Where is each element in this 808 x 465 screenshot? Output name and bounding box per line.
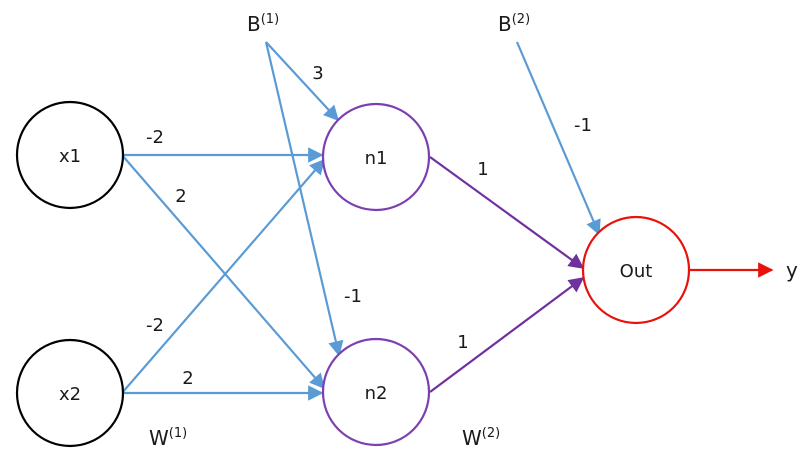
bias-b1-label: B(1): [247, 12, 279, 36]
weight-w2-label: W(2): [462, 426, 500, 450]
edge-n1-out: [429, 156, 585, 269]
node-x2: x2: [15, 338, 125, 448]
node-out-label: Out: [620, 261, 653, 282]
weight-label-n2-out: 1: [457, 332, 468, 353]
node-n1: n1: [321, 102, 431, 212]
bias-b2-sup: (2): [512, 12, 530, 27]
weight-label-x2-n1: -2: [146, 315, 164, 336]
bias-b1-sup: (1): [261, 12, 279, 27]
weight-label-n1-out: 1: [477, 159, 488, 180]
edge-n2-out: [429, 277, 585, 393]
edge-b1-n1: [265, 41, 340, 122]
weight-w1-base: W: [149, 426, 169, 450]
node-n2-label: n2: [365, 383, 388, 404]
edge-b1-n2: [264, 41, 344, 357]
weight-label-b2-out: -1: [574, 115, 592, 136]
node-n2-circle: [321, 337, 431, 447]
node-x1: x1: [15, 100, 125, 210]
weight-label-x1-n2: 2: [175, 186, 186, 207]
node-n1-label: n1: [365, 148, 388, 169]
node-n2: n2: [321, 337, 431, 447]
bias-b1-base: B: [247, 12, 261, 36]
node-x1-label: x1: [59, 146, 81, 167]
edge-x1-n2: [121, 154, 326, 390]
output-y-label: y: [786, 258, 798, 282]
node-n1-circle: [321, 102, 431, 212]
weight-label-x1-n1: -2: [146, 127, 164, 148]
edge-b2-out: [515, 41, 601, 236]
node-out: Out: [581, 215, 691, 325]
node-x1-circle: [15, 100, 125, 210]
weight-w2-sup: (2): [482, 426, 500, 441]
edge-x2-n1: [121, 158, 326, 394]
node-x2-circle: [15, 338, 125, 448]
bias-b2-label: B(2): [498, 12, 530, 36]
node-x2-label: x2: [59, 384, 81, 405]
weight-w1-sup: (1): [169, 426, 187, 441]
weight-label-x2-n2: 2: [182, 368, 193, 389]
weight-label-b1-n2: -1: [344, 286, 362, 307]
bias-b2-base: B: [498, 12, 512, 36]
node-out-circle: [581, 215, 691, 325]
weight-w2-base: W: [462, 426, 482, 450]
weight-label-b1-n1: 3: [312, 63, 323, 84]
weight-w1-label: W(1): [149, 426, 187, 450]
